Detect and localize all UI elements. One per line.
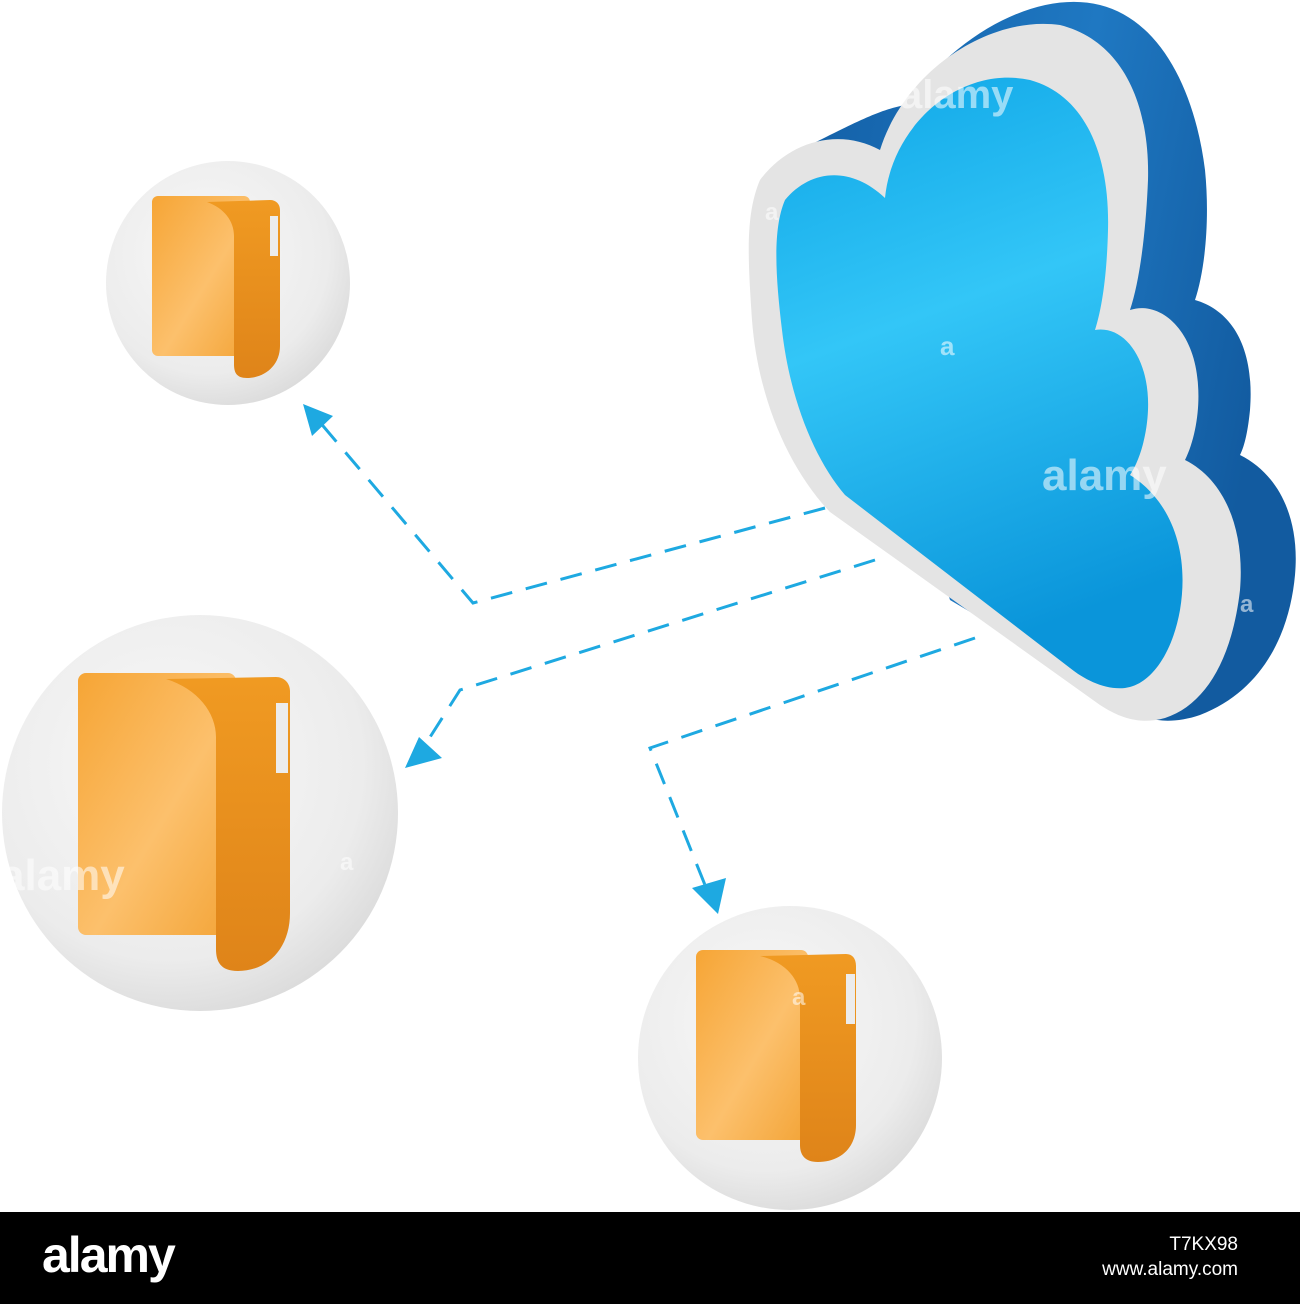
connectors	[316, 419, 976, 886]
watermark: a	[792, 984, 806, 1011]
footer-bar: alamy T7KX98 www.alamy.com	[0, 1212, 1300, 1304]
folder-icon	[78, 673, 290, 971]
site-url: www.alamy.com	[1102, 1259, 1238, 1280]
arrowhead-top-left	[303, 404, 333, 436]
watermark: alamy	[0, 851, 125, 900]
folder-icon	[696, 950, 856, 1162]
connector-to-bottom-folder	[648, 636, 976, 886]
arrowheads	[303, 404, 726, 914]
cloud-front-face	[776, 77, 1183, 689]
watermark: a	[340, 849, 354, 876]
watermark: alamy	[900, 73, 1014, 117]
image-id: T7KX98	[1169, 1234, 1238, 1255]
connector-to-top-left-folder	[316, 419, 826, 605]
folder-icon	[152, 196, 280, 378]
arrowhead-bottom	[692, 878, 726, 914]
watermark: alamy	[1042, 451, 1167, 500]
folder-node-bottom-center	[638, 906, 942, 1210]
watermarks: alamy alamy alamy a a a a a	[0, 73, 1254, 1011]
folder-node-top-left	[106, 161, 350, 405]
watermark: a	[940, 331, 955, 361]
footer-info: T7KX98 www.alamy.com	[1102, 1232, 1238, 1282]
watermark: a	[765, 199, 779, 226]
folder-node-middle-left	[2, 615, 398, 1011]
watermark: a	[1240, 591, 1254, 618]
connector-to-middle-left-folder	[423, 558, 876, 746]
arrowhead-middle-left	[405, 737, 442, 768]
alamy-logo: alamy	[42, 1227, 176, 1283]
cloud-icon	[748, 1, 1296, 721]
diagram-canvas: alamy alamy alamy a a a a a	[0, 1, 1296, 1210]
